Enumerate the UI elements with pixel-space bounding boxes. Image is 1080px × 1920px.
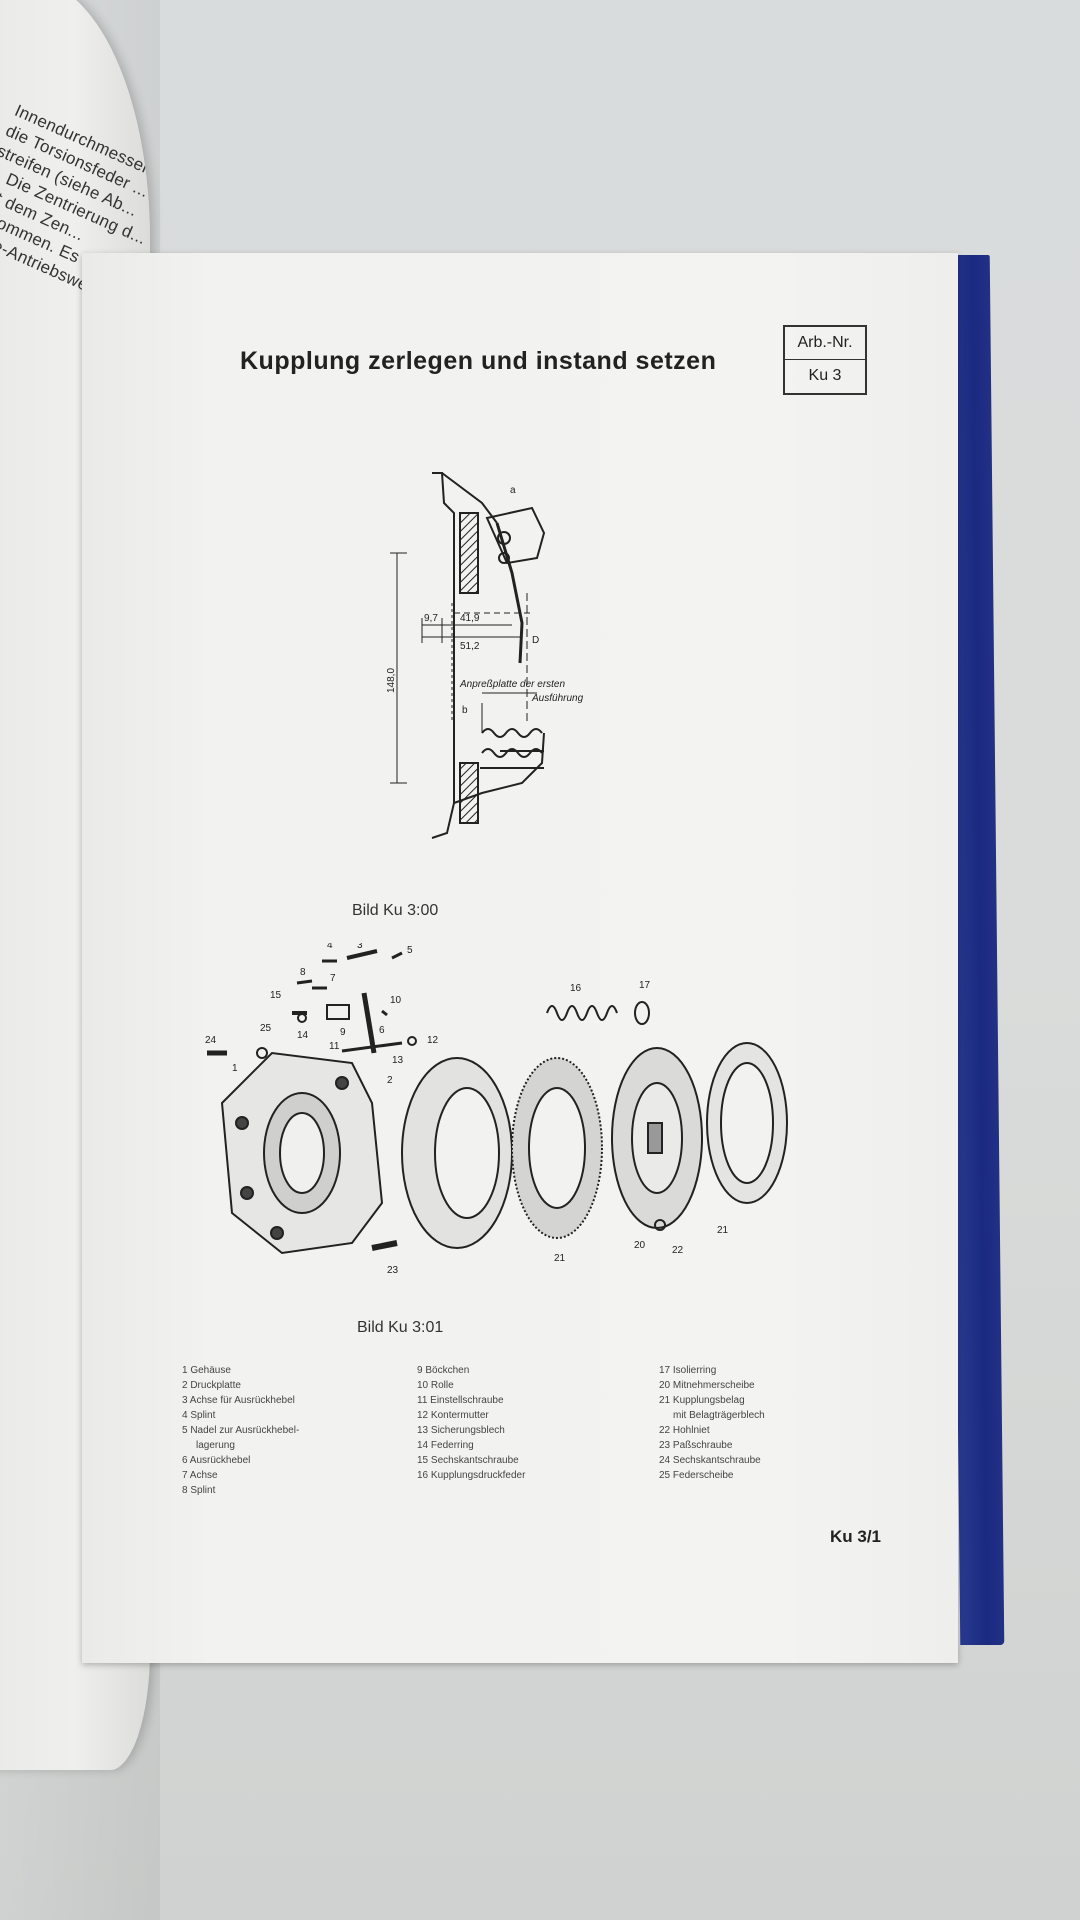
parts-legend-col1: 1 Gehäuse 2 Druckplatte 3 Achse für Ausr… — [182, 1363, 299, 1498]
legend-item: 11 Einstellschraube — [417, 1395, 504, 1406]
legend-item: 2 Druckplatte — [182, 1380, 241, 1391]
legend-item: 24 Sechskantschraube — [659, 1455, 761, 1466]
part-number: 22 — [672, 1245, 684, 1256]
dim-label-9-7: 9,7 — [424, 613, 438, 624]
legend-item: 15 Sechskantschraube — [417, 1455, 519, 1466]
part-number: 9 — [340, 1027, 346, 1038]
page-title: Kupplung zerlegen und instand setzen — [240, 347, 717, 375]
legend-item: 25 Federscheibe — [659, 1470, 734, 1481]
legend-item: 13 Sicherungsblech — [417, 1425, 505, 1436]
parts-legend-col2: 9 Böckchen 10 Rolle 11 Einstellschraube … — [417, 1363, 525, 1483]
part-number: 5 — [407, 945, 413, 956]
part-number: 16 — [570, 983, 582, 994]
legend-item: 12 Kontermutter — [417, 1410, 489, 1421]
annotation-line2: Ausführung — [531, 693, 584, 704]
part-number: 12 — [427, 1035, 439, 1046]
figure-caption-1: Bild Ku 3:00 — [352, 902, 439, 919]
dim-label-148: 148,0 — [386, 668, 397, 693]
part-number: 2 — [387, 1075, 393, 1086]
part-number-labels: 1 2 3 4 5 6 7 8 9 10 11 12 13 14 15 16 1… — [205, 943, 729, 1276]
part-number: 10 — [390, 995, 402, 1006]
part-number: 21 — [554, 1253, 566, 1264]
work-number-value: Ku 3 — [785, 359, 865, 392]
legend-item: 9 Böckchen — [417, 1365, 470, 1376]
legend-item: 20 Mitnehmerscheibe — [659, 1380, 755, 1391]
part-number: 13 — [392, 1055, 404, 1066]
work-number-label: Arb.-Nr. — [797, 334, 853, 351]
part-number: 25 — [260, 1023, 272, 1034]
part-number: 23 — [387, 1265, 399, 1276]
legend-item: 21 Kupplungsbelag — [659, 1395, 745, 1406]
legend-item: 6 Ausrückhebel — [182, 1455, 251, 1466]
part-number: 7 — [330, 973, 336, 984]
legend-item: 16 Kupplungsdruckfeder — [417, 1470, 526, 1481]
legend-item: 22 Hohlniet — [659, 1425, 710, 1436]
work-number-box: Arb.-Nr. Ku 3 — [783, 325, 867, 395]
part-number: 4 — [327, 943, 333, 951]
mark-b: b — [462, 705, 468, 716]
part-number: 1 — [232, 1063, 238, 1074]
annotation-line1: Anpreßplatte der ersten — [459, 679, 565, 690]
part-number: 6 — [379, 1025, 385, 1036]
legend-item: 3 Achse für Ausrückhebel — [182, 1395, 295, 1406]
legend-item: lagerung — [196, 1440, 235, 1451]
legend-item: 14 Federring — [417, 1440, 474, 1451]
part-number: 3 — [357, 943, 363, 951]
part-number: 11 — [329, 1041, 340, 1052]
part-number: 17 — [639, 980, 651, 991]
legend-item: 23 Paßschraube — [659, 1440, 733, 1451]
legend-item: mit Belagträgerblech — [673, 1410, 765, 1421]
part-number: 20 — [634, 1240, 646, 1251]
clutch-section-drawing: 9,7 41,9 51,2 148,0 D a b Anpreßplatte d… — [386, 472, 584, 839]
part-number: 8 — [300, 967, 306, 978]
part-number: 24 — [205, 1035, 217, 1046]
part-number: 14 — [297, 1030, 309, 1041]
mark-a: a — [510, 485, 516, 496]
figure-caption-2: Bild Ku 3:01 — [357, 1319, 444, 1336]
legend-item: 1 Gehäuse — [182, 1365, 231, 1376]
legend-item: 7 Achse — [182, 1470, 218, 1481]
legend-item: 8 Splint — [182, 1485, 216, 1496]
legend-item: 17 Isolierring — [659, 1365, 717, 1376]
dim-label-51-2: 51,2 — [460, 641, 480, 652]
legend-item: 5 Nadel zur Ausrückhebel- — [182, 1425, 300, 1436]
part-number: 21 — [717, 1225, 729, 1236]
parts-legend-col3: 17 Isolierring 20 Mitnehmerscheibe 21 Ku… — [659, 1363, 765, 1483]
part-number: 15 — [270, 990, 282, 1001]
clutch-exploded-view: 1 2 3 4 5 6 7 8 9 10 11 12 13 14 15 16 1… — [205, 943, 788, 1276]
manual-page: Kupplung zerlegen und instand setzen Arb… — [82, 253, 958, 1663]
dim-label-41-9: 41,9 — [460, 613, 480, 624]
dim-label-d: D — [532, 635, 539, 646]
legend-item: 10 Rolle — [417, 1380, 454, 1391]
page-number: Ku 3/1 — [830, 1527, 882, 1546]
legend-item: 4 Splint — [182, 1410, 216, 1421]
